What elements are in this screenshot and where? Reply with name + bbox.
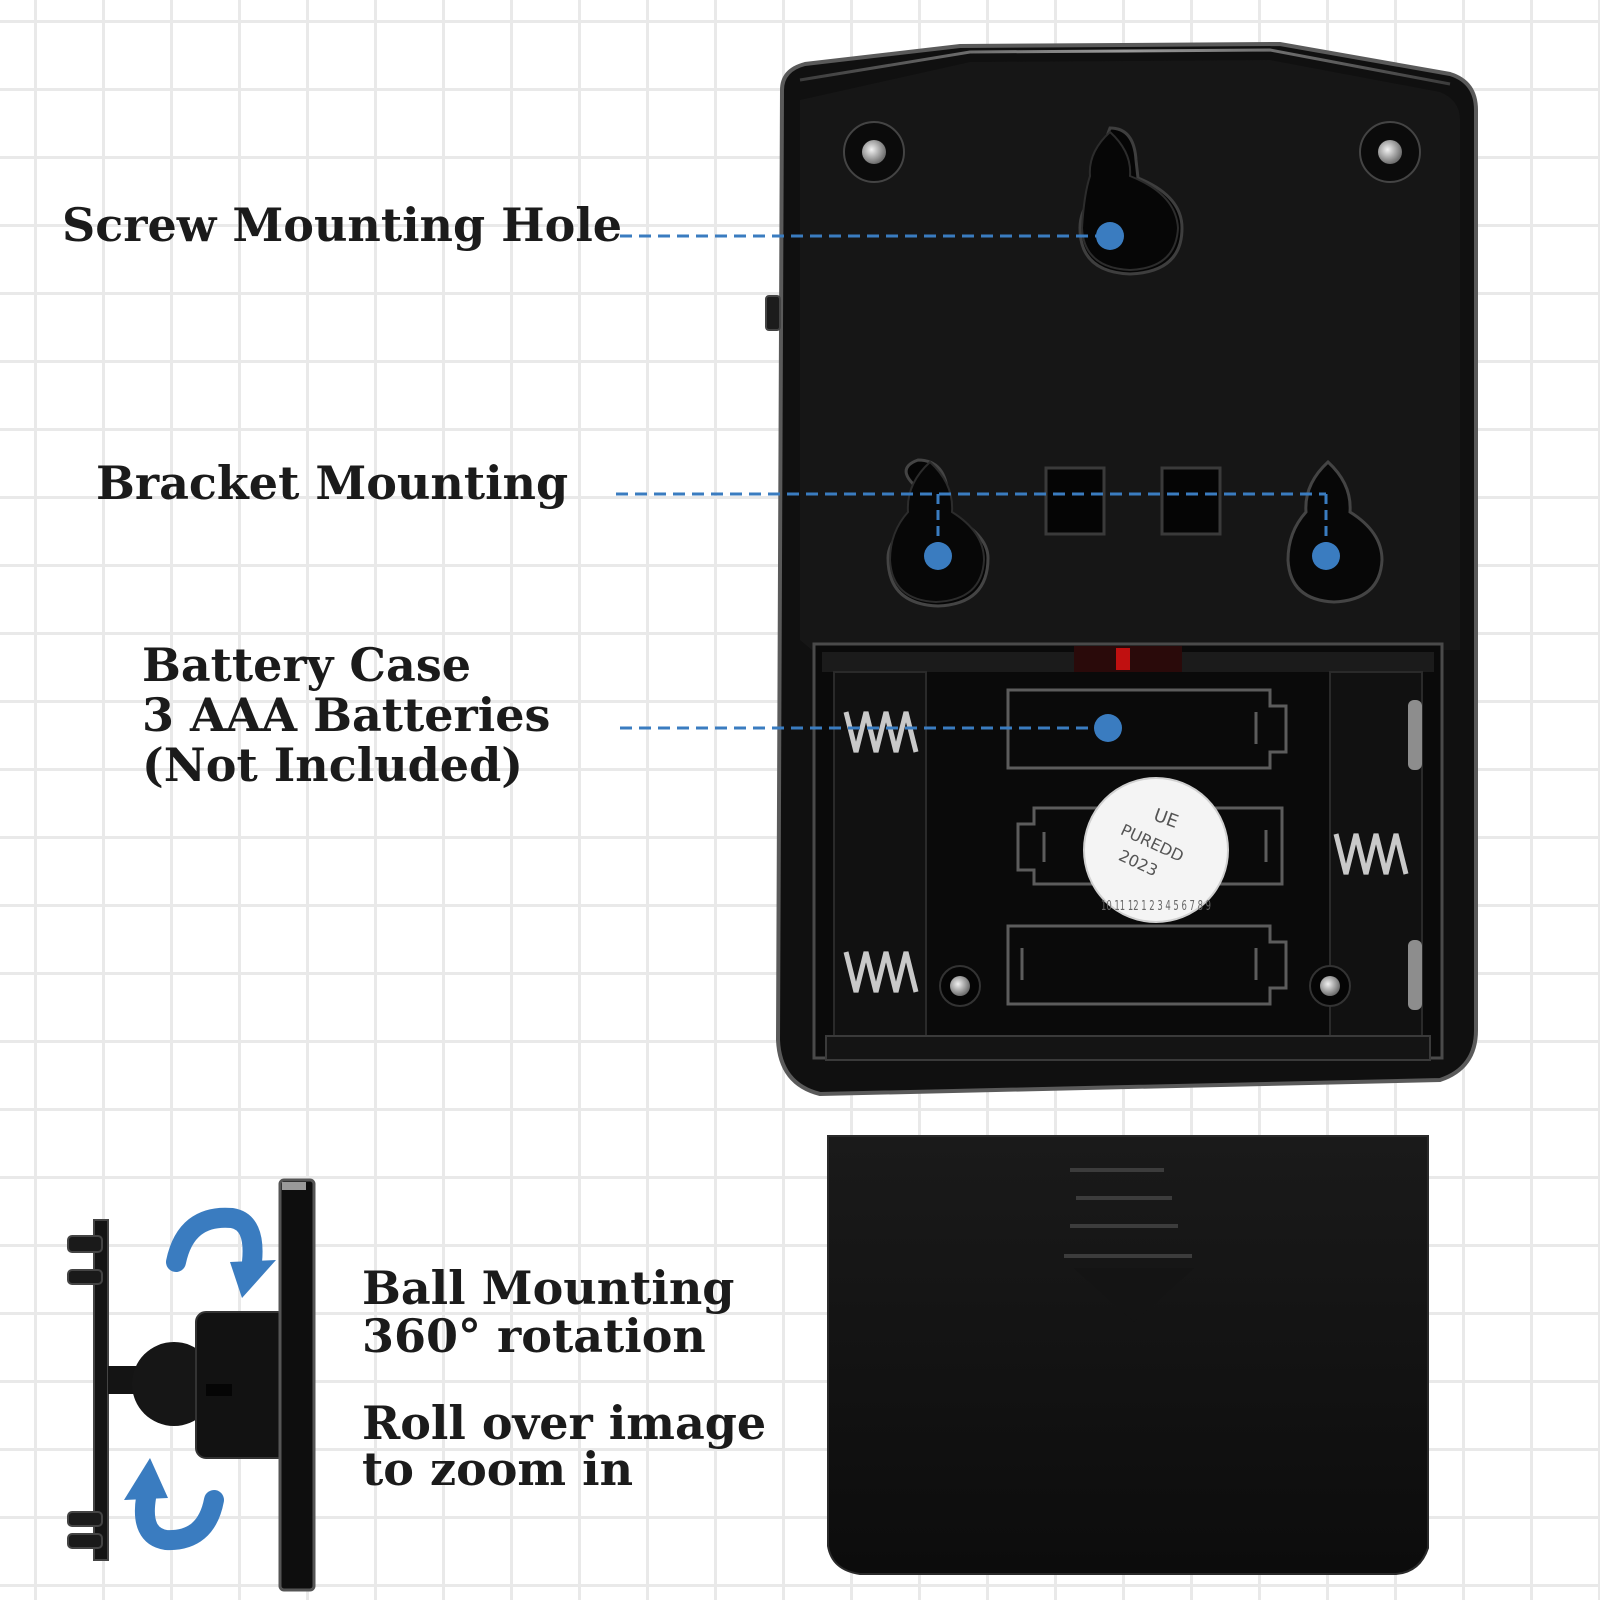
callout-screw-hole xyxy=(620,222,1124,250)
label-ball-mounting: Ball Mounting 360° rotation xyxy=(362,1264,734,1360)
zoom-hint-line1: Roll over image xyxy=(362,1396,767,1450)
compartment-screw-right xyxy=(1309,965,1351,1007)
device-body: UE PUREDD 2023 10 11 12 1 2 3 4 5 6 7 8 … xyxy=(765,41,1478,1097)
date-sticker: UE PUREDD 2023 10 11 12 1 2 3 4 5 6 7 8 … xyxy=(1083,777,1229,923)
label-bracket-mounting: Bracket Mounting xyxy=(96,456,569,510)
callout-battery xyxy=(620,714,1122,742)
battery-cover xyxy=(827,1135,1429,1575)
label-ball-mounting-line1: Ball Mounting xyxy=(362,1261,735,1315)
callout-bracket xyxy=(616,492,1340,570)
label-battery-case-line2: 3 AAA Batteries xyxy=(142,688,551,742)
corner-screw-left xyxy=(843,121,905,183)
rotate-arrow-icon xyxy=(166,1207,276,1298)
label-battery-case-line3: (Not Included) xyxy=(142,738,524,792)
battery-slot-1 xyxy=(1006,688,1288,770)
zoom-hint-line2: to zoom in xyxy=(362,1442,634,1496)
battery-slot-3 xyxy=(1006,924,1288,1006)
label-battery-case: Battery Case 3 AAA Batteries (Not Includ… xyxy=(142,640,550,790)
battery-spring-bottom-left xyxy=(843,951,919,993)
label-ball-mounting-line2: 360° rotation xyxy=(362,1309,706,1363)
cover-grip-lines xyxy=(1064,1168,1192,1258)
slot-left xyxy=(1044,466,1106,536)
ball-mount-bracket xyxy=(67,1178,316,1592)
label-screw-mounting-hole: Screw Mounting Hole xyxy=(62,198,623,252)
bracket-keyhole-right xyxy=(1286,459,1384,604)
cover-arrow xyxy=(1074,1268,1194,1322)
zoom-hint: Roll over image to zoom in xyxy=(362,1400,766,1492)
slot-right xyxy=(1160,466,1222,536)
battery-compartment: UE PUREDD 2023 10 11 12 1 2 3 4 5 6 7 8 … xyxy=(812,642,1444,1061)
battery-spring-right xyxy=(1333,833,1409,875)
battery-spring-top-left xyxy=(843,711,919,753)
rotate-arrow-icon xyxy=(124,1458,224,1551)
sticker-month-ring: 10 11 12 1 2 3 4 5 6 7 8 9 xyxy=(1101,899,1211,914)
label-battery-case-line1: Battery Case xyxy=(142,638,472,692)
corner-screw-right xyxy=(1359,121,1421,183)
compartment-screw-left xyxy=(939,965,981,1007)
